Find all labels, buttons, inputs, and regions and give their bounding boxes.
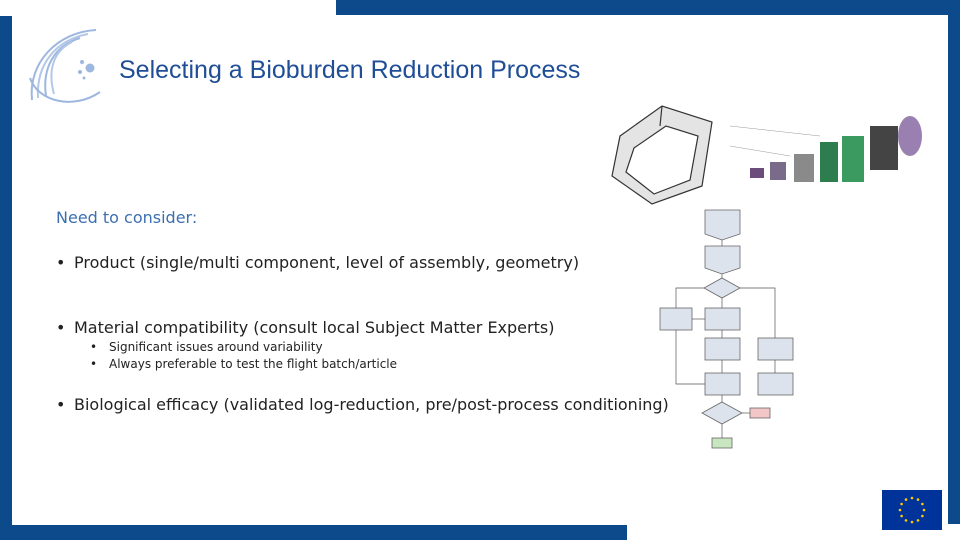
flag-star [916, 519, 920, 522]
flag-star [910, 496, 914, 500]
bullet-text: Biological efficacy (validated log-reduc… [74, 395, 669, 414]
flag-star [900, 502, 903, 506]
bullet-biological-efficacy: • Biological efficacy (validated log-redu… [56, 395, 669, 414]
bullet-marker: • [56, 395, 66, 414]
sub-bullet-text: Always preferable to test the flight bat… [109, 357, 398, 371]
bullet-text: Product (single/multi component, level o… [74, 253, 580, 272]
bullet-text: Material compatibility (consult local Su… [74, 318, 555, 337]
process-flowchart [659, 209, 794, 449]
sub-bullet-text: Significant issues around variability [109, 340, 323, 354]
eu-flag-icon [882, 490, 942, 530]
flag-star [922, 508, 926, 512]
bullet-marker: • [56, 318, 66, 337]
bullet-marker: • [56, 253, 66, 272]
bullet-marker: • [90, 357, 98, 371]
flag-star [904, 519, 908, 522]
frame-tab-bottom [627, 524, 960, 540]
component-exploded-diagram [611, 105, 922, 205]
slide-canvas [12, 15, 948, 525]
agency-logo-icon [29, 29, 101, 103]
sub-bullet-variability: • Significant issues around variability [90, 340, 323, 354]
bullet-material: • Material compatibility (consult local S… [56, 318, 554, 337]
flag-star [921, 502, 924, 506]
flag-star [910, 520, 914, 524]
intro-text: Need to consider: [56, 208, 198, 227]
flag-star [916, 498, 920, 501]
sub-bullet-flight-batch: • Always preferable to test the flight ba… [90, 357, 397, 371]
flag-star [921, 514, 924, 518]
frame-tab-top [0, 0, 336, 16]
bullet-marker: • [90, 340, 98, 354]
bullet-product: • Product (single/multi component, level … [56, 253, 579, 272]
slide-title: Selecting a Bioburden Reduction Process [119, 56, 581, 84]
flag-star [898, 508, 902, 512]
flag-star [900, 514, 903, 518]
flag-star [904, 498, 908, 501]
